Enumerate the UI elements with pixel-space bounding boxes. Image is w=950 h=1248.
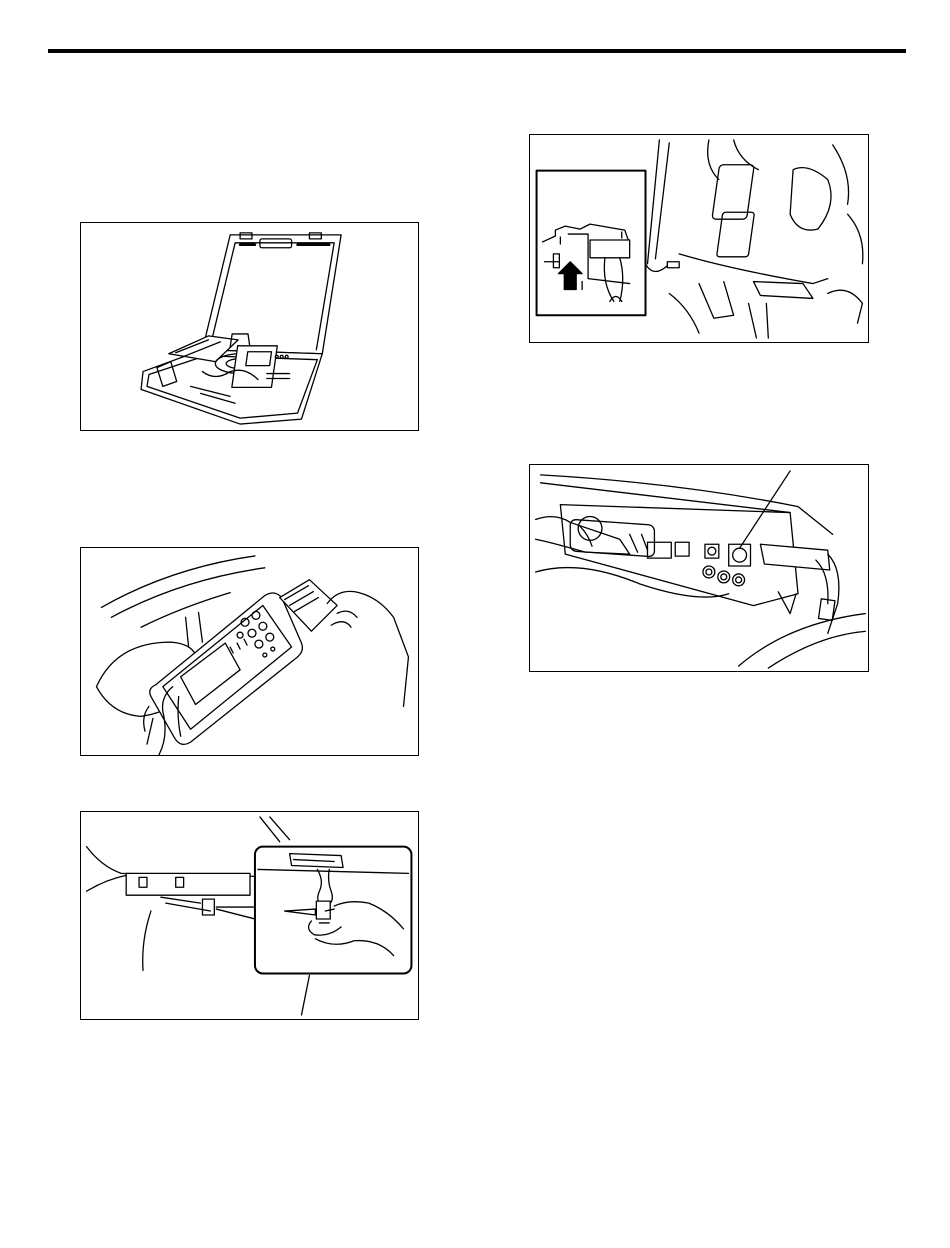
figure-connector-detail bbox=[80, 811, 419, 1020]
figure-tester-case bbox=[80, 222, 419, 431]
figure-tester-card-insert bbox=[80, 547, 419, 756]
figure-connector-location bbox=[529, 134, 869, 343]
figure-tester-ports bbox=[529, 464, 869, 672]
header-rule bbox=[48, 49, 906, 53]
